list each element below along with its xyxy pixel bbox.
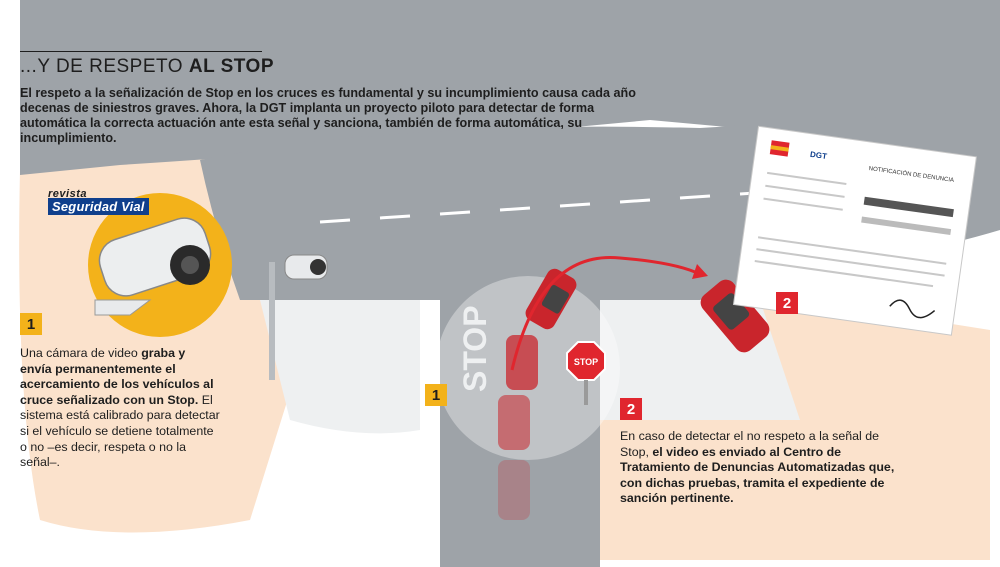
- page-title: ...Y DE RESPETO AL STOP: [20, 56, 275, 77]
- car-windshield: [541, 284, 570, 314]
- stop-sign-icon: [566, 341, 606, 381]
- arrow-head-icon: [692, 264, 708, 279]
- intro-text: El respeto a la señalización de Stop en …: [20, 86, 636, 145]
- step-1-description: Una cámara de video graba y envía perman…: [20, 346, 220, 470]
- pole-camera-lens: [310, 259, 326, 275]
- car-ghost: [498, 395, 530, 450]
- document-issuer: DGT: [810, 150, 828, 161]
- header-rule: [20, 51, 262, 52]
- corner-block-left: [260, 300, 420, 434]
- magazine-logo: revista Seguridad Vial: [48, 188, 149, 215]
- trajectory-arrow: [510, 256, 696, 371]
- step-1-map-badge: 1: [425, 384, 447, 406]
- stop-sign-text: STOP: [574, 357, 598, 367]
- camera-mount: [94, 299, 152, 316]
- road-top: [20, 0, 1000, 175]
- logo-line-2: Seguridad Vial: [48, 198, 149, 215]
- step-1-badge: 1: [20, 313, 42, 335]
- signature: [889, 299, 936, 319]
- logo-line-1: revista: [48, 188, 87, 200]
- car-ghost: [498, 460, 530, 520]
- fine-document: DGT NOTIFICACIÓN DE DENUNCIA: [732, 125, 977, 336]
- step-2-description: En caso de detectar el no respeto a la s…: [620, 429, 895, 506]
- road-stop-text: STOP: [457, 305, 493, 392]
- step-2-map-badge: 2: [776, 292, 798, 314]
- step-2-badge: 2: [620, 398, 642, 420]
- car-trail: [498, 268, 577, 520]
- car-ghost: [506, 335, 538, 390]
